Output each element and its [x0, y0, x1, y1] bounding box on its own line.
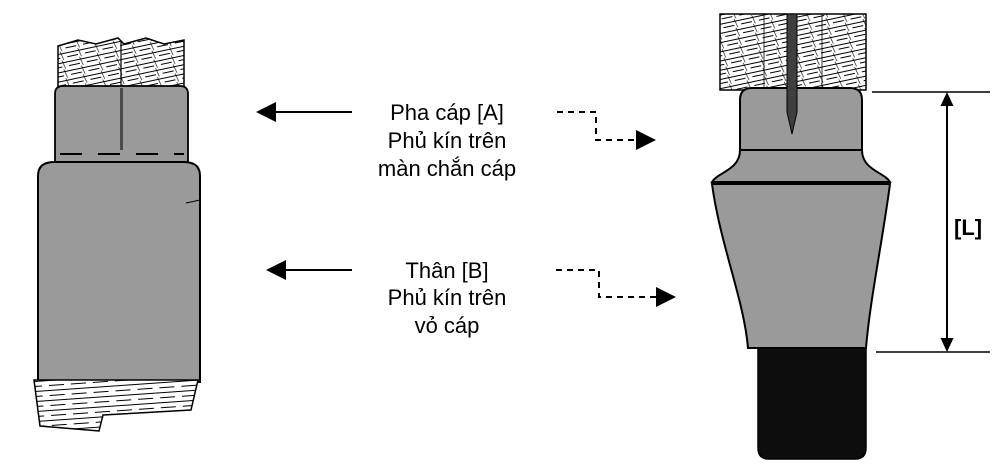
body-label: Thân [B] Phủ kín trên vỏ cáp: [388, 258, 507, 338]
body-label-line2: Phủ kín trên: [388, 285, 507, 310]
right-flare-shoulder: [710, 149, 892, 183]
body-label-line3: vỏ cáp: [415, 313, 480, 338]
annotation-arrows: [256, 102, 676, 307]
phase-label-line1: Pha cáp [A]: [390, 100, 504, 125]
body-arrow-right-dashed-icon: [556, 269, 676, 307]
right-center-slot: [786, 13, 798, 135]
right-cable-boot: [757, 347, 867, 460]
left-bottom-wrap: [33, 379, 199, 432]
dimension-arrow-up-icon: [940, 92, 954, 106]
body-label-line1: Thân [B]: [405, 258, 488, 283]
phase-label-line3: màn chắn cáp: [378, 156, 516, 181]
right-termination-figure: [710, 13, 892, 460]
left-body-seam: [185, 199, 201, 204]
phase-label-line2: Phủ kín trên: [388, 128, 507, 153]
right-cone-body: [710, 183, 892, 349]
right-neck-sleeve: [739, 87, 863, 153]
phase-label: Pha cáp [A] Phủ kín trên màn chắn cáp: [378, 100, 516, 181]
left-main-body: [37, 161, 201, 383]
dimension-L-label: [L]: [954, 215, 982, 240]
left-termination-figure: [33, 37, 201, 432]
phase-arrow-right-dashed-icon: [557, 111, 656, 150]
dimension-arrow-down-icon: [940, 338, 954, 352]
dimension-L: [L]: [872, 91, 990, 353]
